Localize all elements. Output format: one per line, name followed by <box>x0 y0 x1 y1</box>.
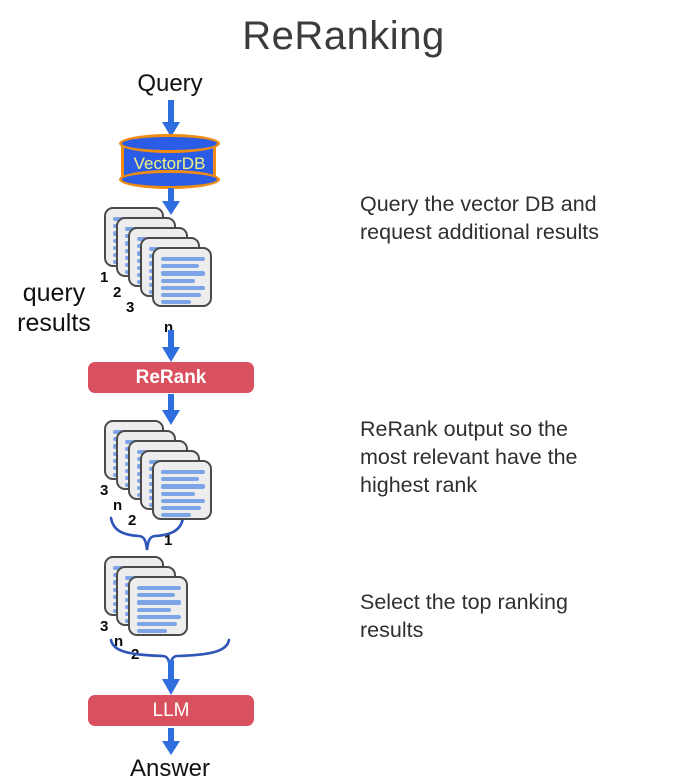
answer-output-label: Answer <box>129 755 211 782</box>
document-line <box>161 257 205 262</box>
document-line <box>161 271 205 276</box>
desc-rerank-line2: most relevant have the <box>360 445 578 469</box>
document-index-label: n <box>114 633 124 650</box>
arrow-results-to-rerank <box>160 330 182 363</box>
document-line <box>161 293 201 298</box>
document-index-label: 3 <box>126 299 135 316</box>
document-card <box>128 576 188 636</box>
arrow-db-to-results <box>160 188 182 216</box>
document-line <box>161 300 191 305</box>
vector-db-cylinder[interactable]: VectorDB <box>119 134 222 190</box>
document-index-label: 3 <box>100 482 109 499</box>
llm-button[interactable]: LLM <box>88 695 254 726</box>
desc-select-line2: results <box>360 618 424 642</box>
query-results-label-line2: results <box>17 309 91 337</box>
document-index-label: 1 <box>100 269 109 286</box>
desc-rerank-line1: ReRank output so the <box>360 417 568 441</box>
document-line <box>161 477 199 482</box>
desc-select-line1: Select the top ranking <box>360 590 568 614</box>
document-index-label: n <box>164 319 174 336</box>
document-index-label: 2 <box>128 512 137 529</box>
arrow-query-to-db <box>160 100 182 138</box>
page-title: ReRanking <box>242 14 445 58</box>
document-card <box>152 460 212 520</box>
desc-query-db: Query the vector DB and request addition… <box>360 190 680 246</box>
document-line <box>137 586 181 591</box>
document-index-label: n <box>113 497 123 514</box>
document-line <box>137 629 167 634</box>
desc-rerank-line3: highest rank <box>360 473 478 497</box>
document-line <box>137 607 171 612</box>
desc-query-db-line2: request additional results <box>360 220 600 244</box>
document-line <box>161 506 201 511</box>
desc-query-db-line1: Query the vector DB and <box>360 192 597 216</box>
arrow-rerank-to-output <box>160 394 182 426</box>
document-card <box>152 247 212 307</box>
vector-db-label: VectorDB <box>133 154 206 173</box>
document-index-label: 1 <box>164 532 173 549</box>
document-line <box>161 470 205 475</box>
document-line <box>161 513 191 518</box>
query-results-label-line1: query <box>22 279 86 307</box>
cylinder-top-ellipse <box>119 134 220 153</box>
document-line <box>137 614 181 619</box>
desc-select: Select the top ranking results <box>360 588 680 644</box>
document-index-label: 3 <box>100 618 109 635</box>
brace-select-top <box>108 516 188 552</box>
document-line <box>161 264 199 269</box>
document-line <box>161 498 205 503</box>
arrow-llm-to-answer <box>160 728 182 756</box>
document-line <box>137 600 181 605</box>
arrow-to-llm <box>160 660 182 696</box>
document-line <box>161 484 205 489</box>
document-line <box>161 285 205 290</box>
rerank-button[interactable]: ReRank <box>88 362 254 393</box>
desc-rerank: ReRank output so the most relevant have … <box>360 415 680 499</box>
document-line <box>161 491 195 496</box>
document-line <box>137 622 177 627</box>
cylinder-bottom-ellipse <box>119 170 220 189</box>
query-input-label: Query <box>137 70 203 97</box>
document-index-label: 2 <box>113 284 122 301</box>
query-results-label: query results <box>0 278 108 338</box>
document-line <box>137 593 175 598</box>
document-line <box>161 278 195 283</box>
